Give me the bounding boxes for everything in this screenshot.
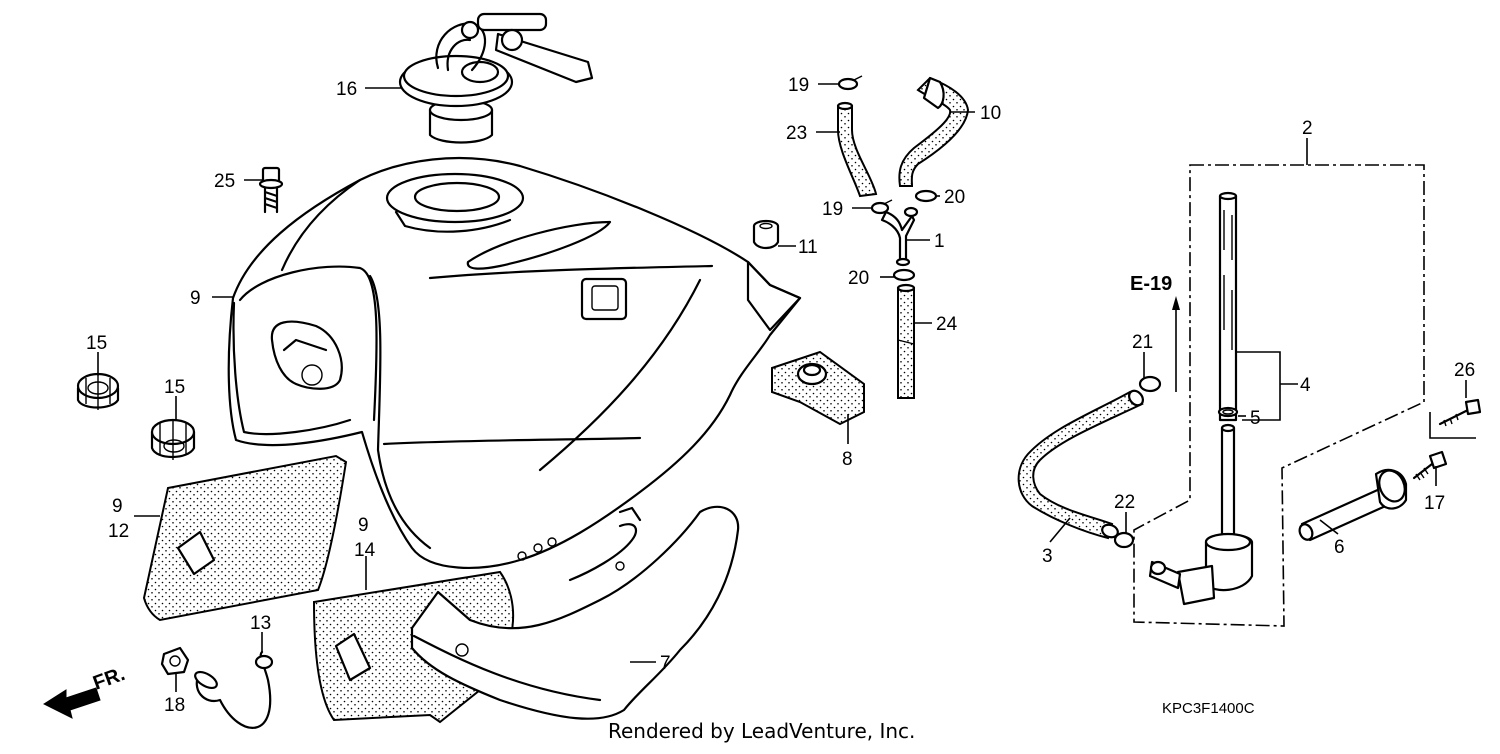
callout-21: 21 [1132,332,1153,353]
o-ring [1217,406,1239,418]
clip-19-upper [837,75,863,91]
callout-26: 26 [1454,360,1475,381]
breather-hose-10 [898,76,970,187]
callout-1: 1 [934,231,945,252]
leader-lines [97,83,1467,692]
callout-5: 5 [1250,408,1261,429]
callout-6: 6 [1334,537,1345,558]
breather-hose-23 [836,101,878,198]
cushion-upper [76,372,120,410]
bracket-line [1429,412,1476,439]
callout-9-left: 9 [112,496,123,517]
callout-13: 13 [250,613,271,634]
rear-cover [410,505,740,720]
callout-14: 14 [354,540,376,561]
callout-25: 25 [214,171,235,192]
fuel-cap [398,12,594,144]
callout-19-lower: 19 [822,199,843,220]
hose-clip-22 [1113,531,1135,549]
side-graphic-left [142,454,348,622]
callout-9-right: 9 [358,515,369,536]
bolt [258,166,284,214]
callout-11: 11 [798,237,818,258]
callout-2: 2 [1302,118,1313,139]
callout-10: 10 [980,103,1001,124]
breather-joint [880,206,919,267]
callout-labels: 16 19 23 10 25 20 19 1 11 20 9 24 15 15 … [86,75,1475,716]
breather-hose-24 [896,283,916,399]
section-ref-label: E-19 [1130,273,1172,295]
front-arrow-icon: FR. [42,663,128,719]
section-ref-arrow [1172,296,1180,392]
callout-3: 3 [1042,546,1053,567]
callout-20-lower: 20 [848,268,869,289]
callout-8: 8 [842,449,853,470]
collar [752,219,780,250]
callout-18: 18 [164,695,185,716]
mount-rubber [771,350,865,426]
clip-20-lower [892,268,916,282]
fuel-valve [1148,423,1254,606]
callout-23: 23 [786,123,807,144]
clip-20-upper [914,189,938,203]
clip-19-lower [870,199,893,215]
callout-17: 17 [1424,493,1445,514]
callout-16: 16 [336,79,357,100]
front-label: FR. [90,663,128,695]
callout-7: 7 [660,653,671,674]
diagram-code: KPC3F1400C [1162,700,1255,717]
callout-4: 4 [1300,375,1311,396]
render-credit: Rendered by LeadVenture, Inc. [608,719,915,743]
hose-clip-21 [1138,375,1162,393]
fuel-tank [227,157,802,569]
fuel-hose [1017,389,1144,540]
screw-17 [1412,450,1448,481]
screw-26 [1438,398,1482,427]
nut [160,646,190,676]
cushion-lower [150,418,196,460]
callout-22: 22 [1114,492,1135,513]
callout-12: 12 [108,521,129,542]
callout-9-tank: 9 [190,288,201,309]
callout-15-upper: 15 [86,333,107,354]
fuel-valve-group-outline [1133,164,1425,627]
callout-19-upper: 19 [788,75,809,96]
callout-15-lower: 15 [164,377,185,398]
fuel-strainer [1218,191,1238,422]
callout-24: 24 [936,314,958,335]
strap [194,650,274,729]
valve-rod [1298,468,1408,542]
callout-20-upper: 20 [944,187,965,208]
